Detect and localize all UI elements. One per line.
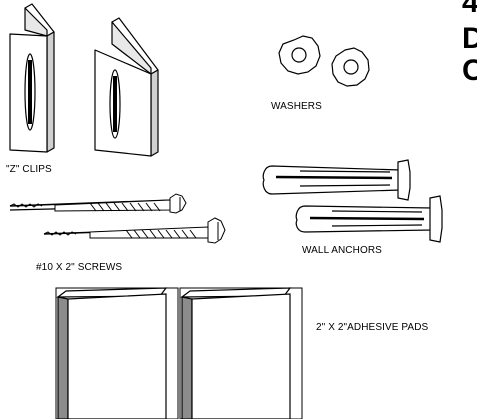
z-clip-right	[94, 17, 159, 157]
heading-line-1: 4	[462, 0, 477, 19]
z-clips-label: "Z" CLIPS	[6, 164, 52, 175]
washer-left	[278, 35, 321, 75]
screw-bottom	[43, 217, 226, 244]
wall-anchor-top	[262, 159, 411, 201]
screw-top	[9, 193, 187, 214]
adhesive-pad-left	[56, 287, 168, 419]
wall-anchor-bottom	[295, 195, 443, 243]
adhesive-pads-label: 2" X 2"ADHESIVE PADS	[316, 322, 429, 333]
heading-line-2: D	[462, 22, 477, 55]
heading-line-3: C	[462, 54, 477, 87]
adhesive-pad-right	[180, 287, 292, 419]
screws-label: #10 X 2" SCREWS	[36, 262, 123, 273]
washers-label: WASHERS	[271, 101, 322, 112]
wall-anchors-label: WALL ANCHORS	[302, 245, 382, 256]
z-clip-left	[9, 3, 55, 153]
washer-right	[331, 47, 370, 87]
